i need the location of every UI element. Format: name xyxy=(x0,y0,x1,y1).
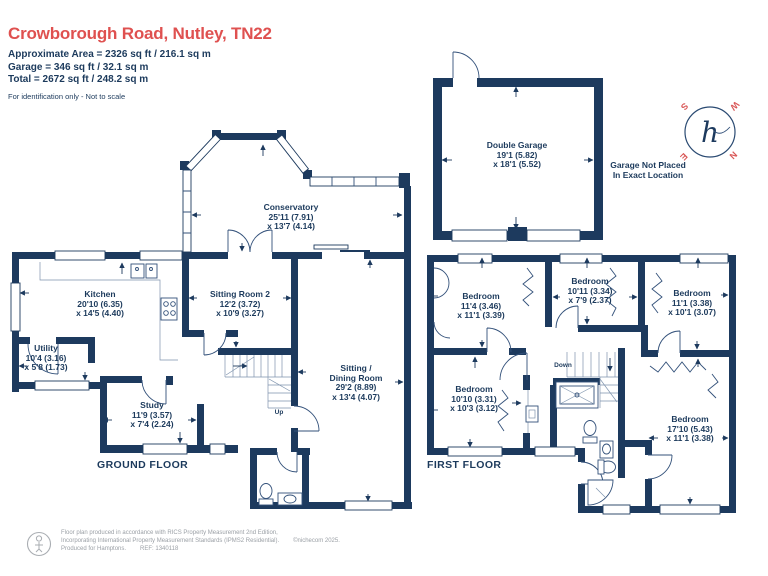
garage-plan xyxy=(433,51,603,242)
footer-copyright: ©nichecom 2025. xyxy=(293,538,340,544)
room-label-bedroom-3: Bedroom 11'1 (3.38) x 10'1 (3.07) xyxy=(668,288,716,318)
basin-icon xyxy=(277,492,303,506)
compass-logo: h xyxy=(701,116,719,149)
footer: Floor plan produced in accordance with R… xyxy=(24,529,340,557)
header: Crowborough Road, Nutley, TN22 Approxima… xyxy=(8,24,272,101)
room-label-kitchen: Kitchen 20'10 (6.35) x 14'5 (4.40) xyxy=(76,289,124,319)
first-staircase xyxy=(566,352,618,408)
toilet-icon xyxy=(259,483,273,499)
ground-windows xyxy=(10,244,393,511)
garage-window xyxy=(451,229,508,242)
first-floor-label: FIRST FLOOR xyxy=(427,459,502,471)
compass-south: S xyxy=(679,101,690,112)
cupboard-icon xyxy=(525,405,539,423)
footer-line-1: Floor plan produced in accordance with R… xyxy=(61,530,278,536)
garage-window xyxy=(526,229,581,242)
footer-line-2: Incorporating International Property Mea… xyxy=(61,538,340,544)
room-label-double-garage: Double Garage 19'1 (5.82) x 18'1 (5.52) xyxy=(486,140,548,170)
room-label-sitting-dining: Sitting / Dining Room 29'2 (8.89) x 13'4… xyxy=(329,363,383,402)
approximate-area: Approximate Area = 2326 sq ft / 216.1 sq… xyxy=(8,49,211,60)
footer-text: Floor plan produced in accordance with R… xyxy=(61,529,340,553)
footer-person-icon xyxy=(26,531,52,557)
garage-area: Garage = 346 sq ft / 32.1 sq m xyxy=(8,61,149,73)
footer-line-3: Produced for Hamptons.REF: 1340118 xyxy=(61,546,179,552)
garage-door-arc xyxy=(452,51,480,79)
room-label-bedroom-2: Bedroom 10'11 (3.34) x 7'9 (2.37) xyxy=(567,276,613,306)
room-label-bedroom-1: Bedroom 11'4 (3.46) x 11'1 (3.39) xyxy=(457,291,505,321)
identification-note: For identification only - Not to scale xyxy=(8,91,126,101)
stairs-up-label: Up xyxy=(274,409,284,416)
compass-logo-swash xyxy=(713,126,731,134)
compass: h N S E W xyxy=(678,99,741,162)
room-label-conservatory: Conservatory 25'11 (7.91) x 13'7 (4.14) xyxy=(263,202,319,232)
page-title: Crowborough Road, Nutley, TN22 xyxy=(8,24,272,43)
garage-note: Garage Not Placed In Exact Location xyxy=(610,160,686,180)
room-label-bedroom-5: Bedroom 17'10 (5.43) x 11'1 (3.38) xyxy=(666,414,714,444)
compass-east: E xyxy=(678,151,689,162)
room-label-bedroom-4: Bedroom 10'10 (3.31) x 10'3 (3.12) xyxy=(450,384,498,414)
ground-door-arcs xyxy=(27,229,320,473)
basin-icon xyxy=(599,440,614,459)
footer-icon-spacer xyxy=(24,529,52,557)
conservatory-structure xyxy=(180,130,410,253)
ground-staircase xyxy=(224,355,291,409)
toilet-icon xyxy=(583,420,597,436)
total-area: Total = 2672 sq ft / 248.2 sq m xyxy=(8,74,149,85)
measure-arrows-ground xyxy=(18,144,404,502)
stove-icon xyxy=(160,297,178,321)
ground-floor-plan xyxy=(10,130,412,511)
measure-arrows-first xyxy=(428,257,729,505)
room-label-utility: Utility 10'4 (3.16) x 5'8 (1.73) xyxy=(24,343,68,373)
compass-west: W xyxy=(728,99,741,112)
compass-circle xyxy=(684,106,736,158)
compass-north: N xyxy=(728,150,740,162)
footer-ref: REF: 1340118 xyxy=(140,546,179,552)
room-label-study: Study 11'9 (3.57) x 7'4 (2.24) xyxy=(130,400,174,430)
first-floor-plan xyxy=(427,253,736,515)
first-windows xyxy=(447,253,729,515)
stairs-down-label: Down xyxy=(554,362,572,369)
wall-segments xyxy=(12,186,412,509)
ground-wc-fixtures xyxy=(258,483,303,506)
room-label-sitting-room-2: Sitting Room 2 12'2 (3.72) x 10'9 (3.27) xyxy=(210,289,270,319)
ground-floor-label: GROUND FLOOR xyxy=(97,459,189,471)
measure-arrows-garage xyxy=(441,86,594,230)
kitchen-counter xyxy=(39,262,178,361)
bathroom-fixtures xyxy=(525,381,616,506)
